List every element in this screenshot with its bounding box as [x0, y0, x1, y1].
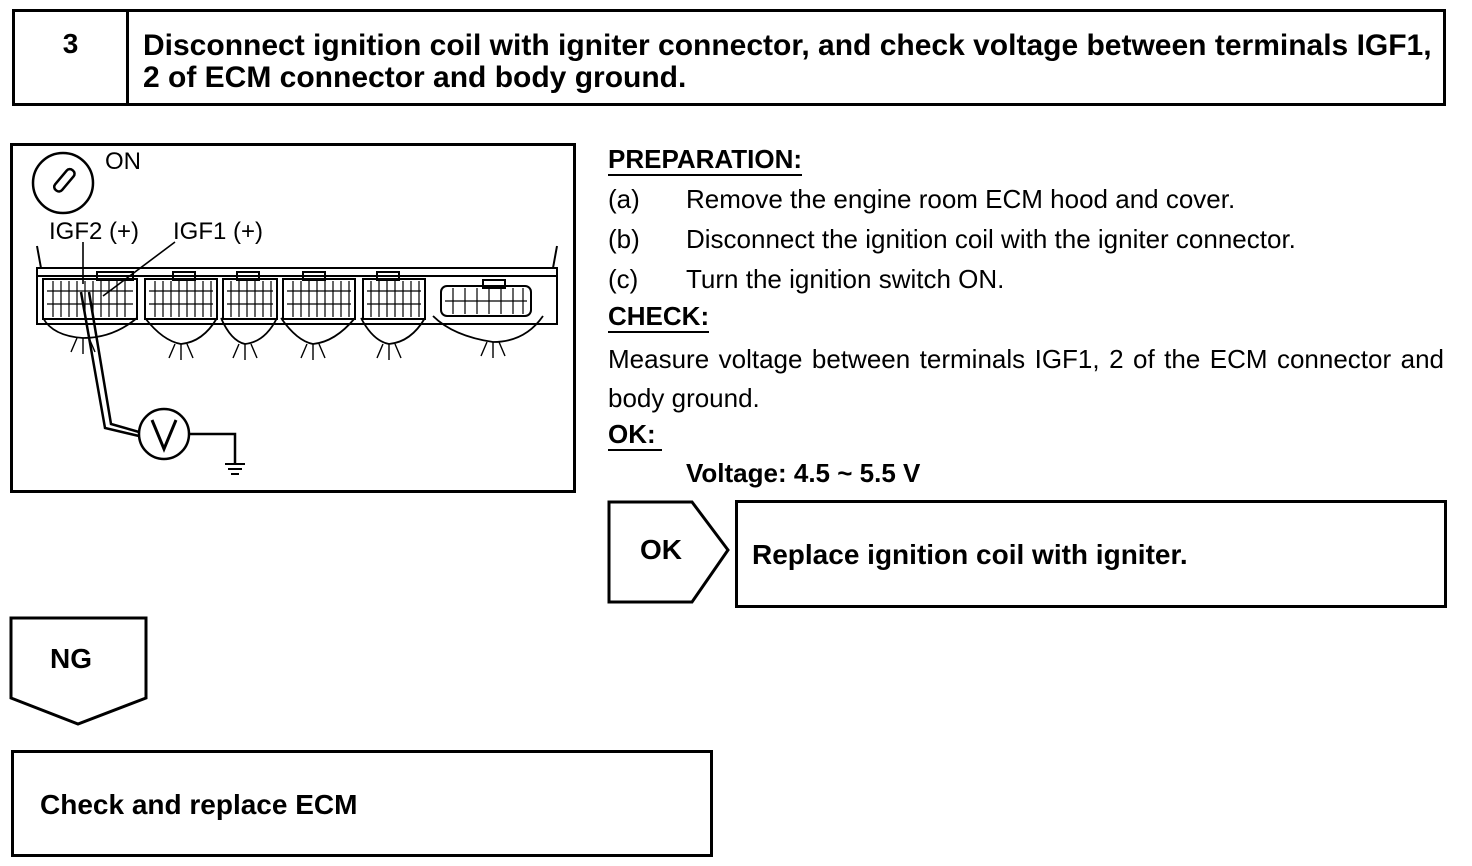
ok-result-text: Replace ignition coil with igniter.: [752, 539, 1188, 570]
prep-item-text: Turn the ignition switch ON.: [686, 264, 1005, 294]
switch-on-label: ON: [105, 148, 141, 175]
ng-arrow-label: NG: [50, 643, 92, 674]
prep-item-letter: (a): [608, 184, 640, 214]
igf1-terminal-label: IGF1 (+): [173, 218, 264, 245]
ecm-connector-diagram: ON IGF2 (+) IGF1 (+): [10, 143, 576, 493]
prep-item-text: Disconnect the ignition coil with the ig…: [686, 224, 1296, 254]
ok-arrow-label: OK: [640, 534, 682, 565]
prep-item-letter: (c): [608, 264, 639, 294]
check-heading: CHECK:: [608, 301, 710, 333]
ok-result-box: Replace ignition coil with igniter.: [735, 500, 1447, 608]
voltmeter-icon: [137, 407, 191, 461]
ok-heading: OK:: [608, 420, 662, 451]
ecm-connector-illustration: [31, 151, 558, 475]
check-instruction: Measure voltage between terminals IGF1, …: [608, 344, 1444, 413]
step-number-cell: 3: [15, 12, 129, 103]
ground-symbol-icon: [225, 463, 245, 475]
ok-arrow-shape: [607, 500, 730, 604]
voltage-spec: Voltage: 4.5 ~ 5.5 V: [686, 458, 921, 488]
step-title: Disconnect ignition coil with igniter co…: [143, 29, 1432, 94]
step-number: 3: [62, 28, 79, 59]
igf2-terminal-label: IGF2 (+): [49, 218, 140, 245]
ng-arrow-shape: [9, 616, 148, 726]
ng-result-text: Check and replace ECM: [40, 789, 358, 820]
ng-result-box: Check and replace ECM: [11, 750, 713, 857]
step-header: 3 Disconnect ignition coil with igniter …: [12, 9, 1446, 106]
preparation-heading: PREPARATION:: [608, 144, 803, 176]
ignition-switch-icon: [31, 151, 95, 215]
prep-item-letter: (b): [608, 224, 640, 254]
ecm-body: [36, 245, 558, 325]
prep-item-text: Remove the engine room ECM hood and cove…: [686, 184, 1236, 214]
